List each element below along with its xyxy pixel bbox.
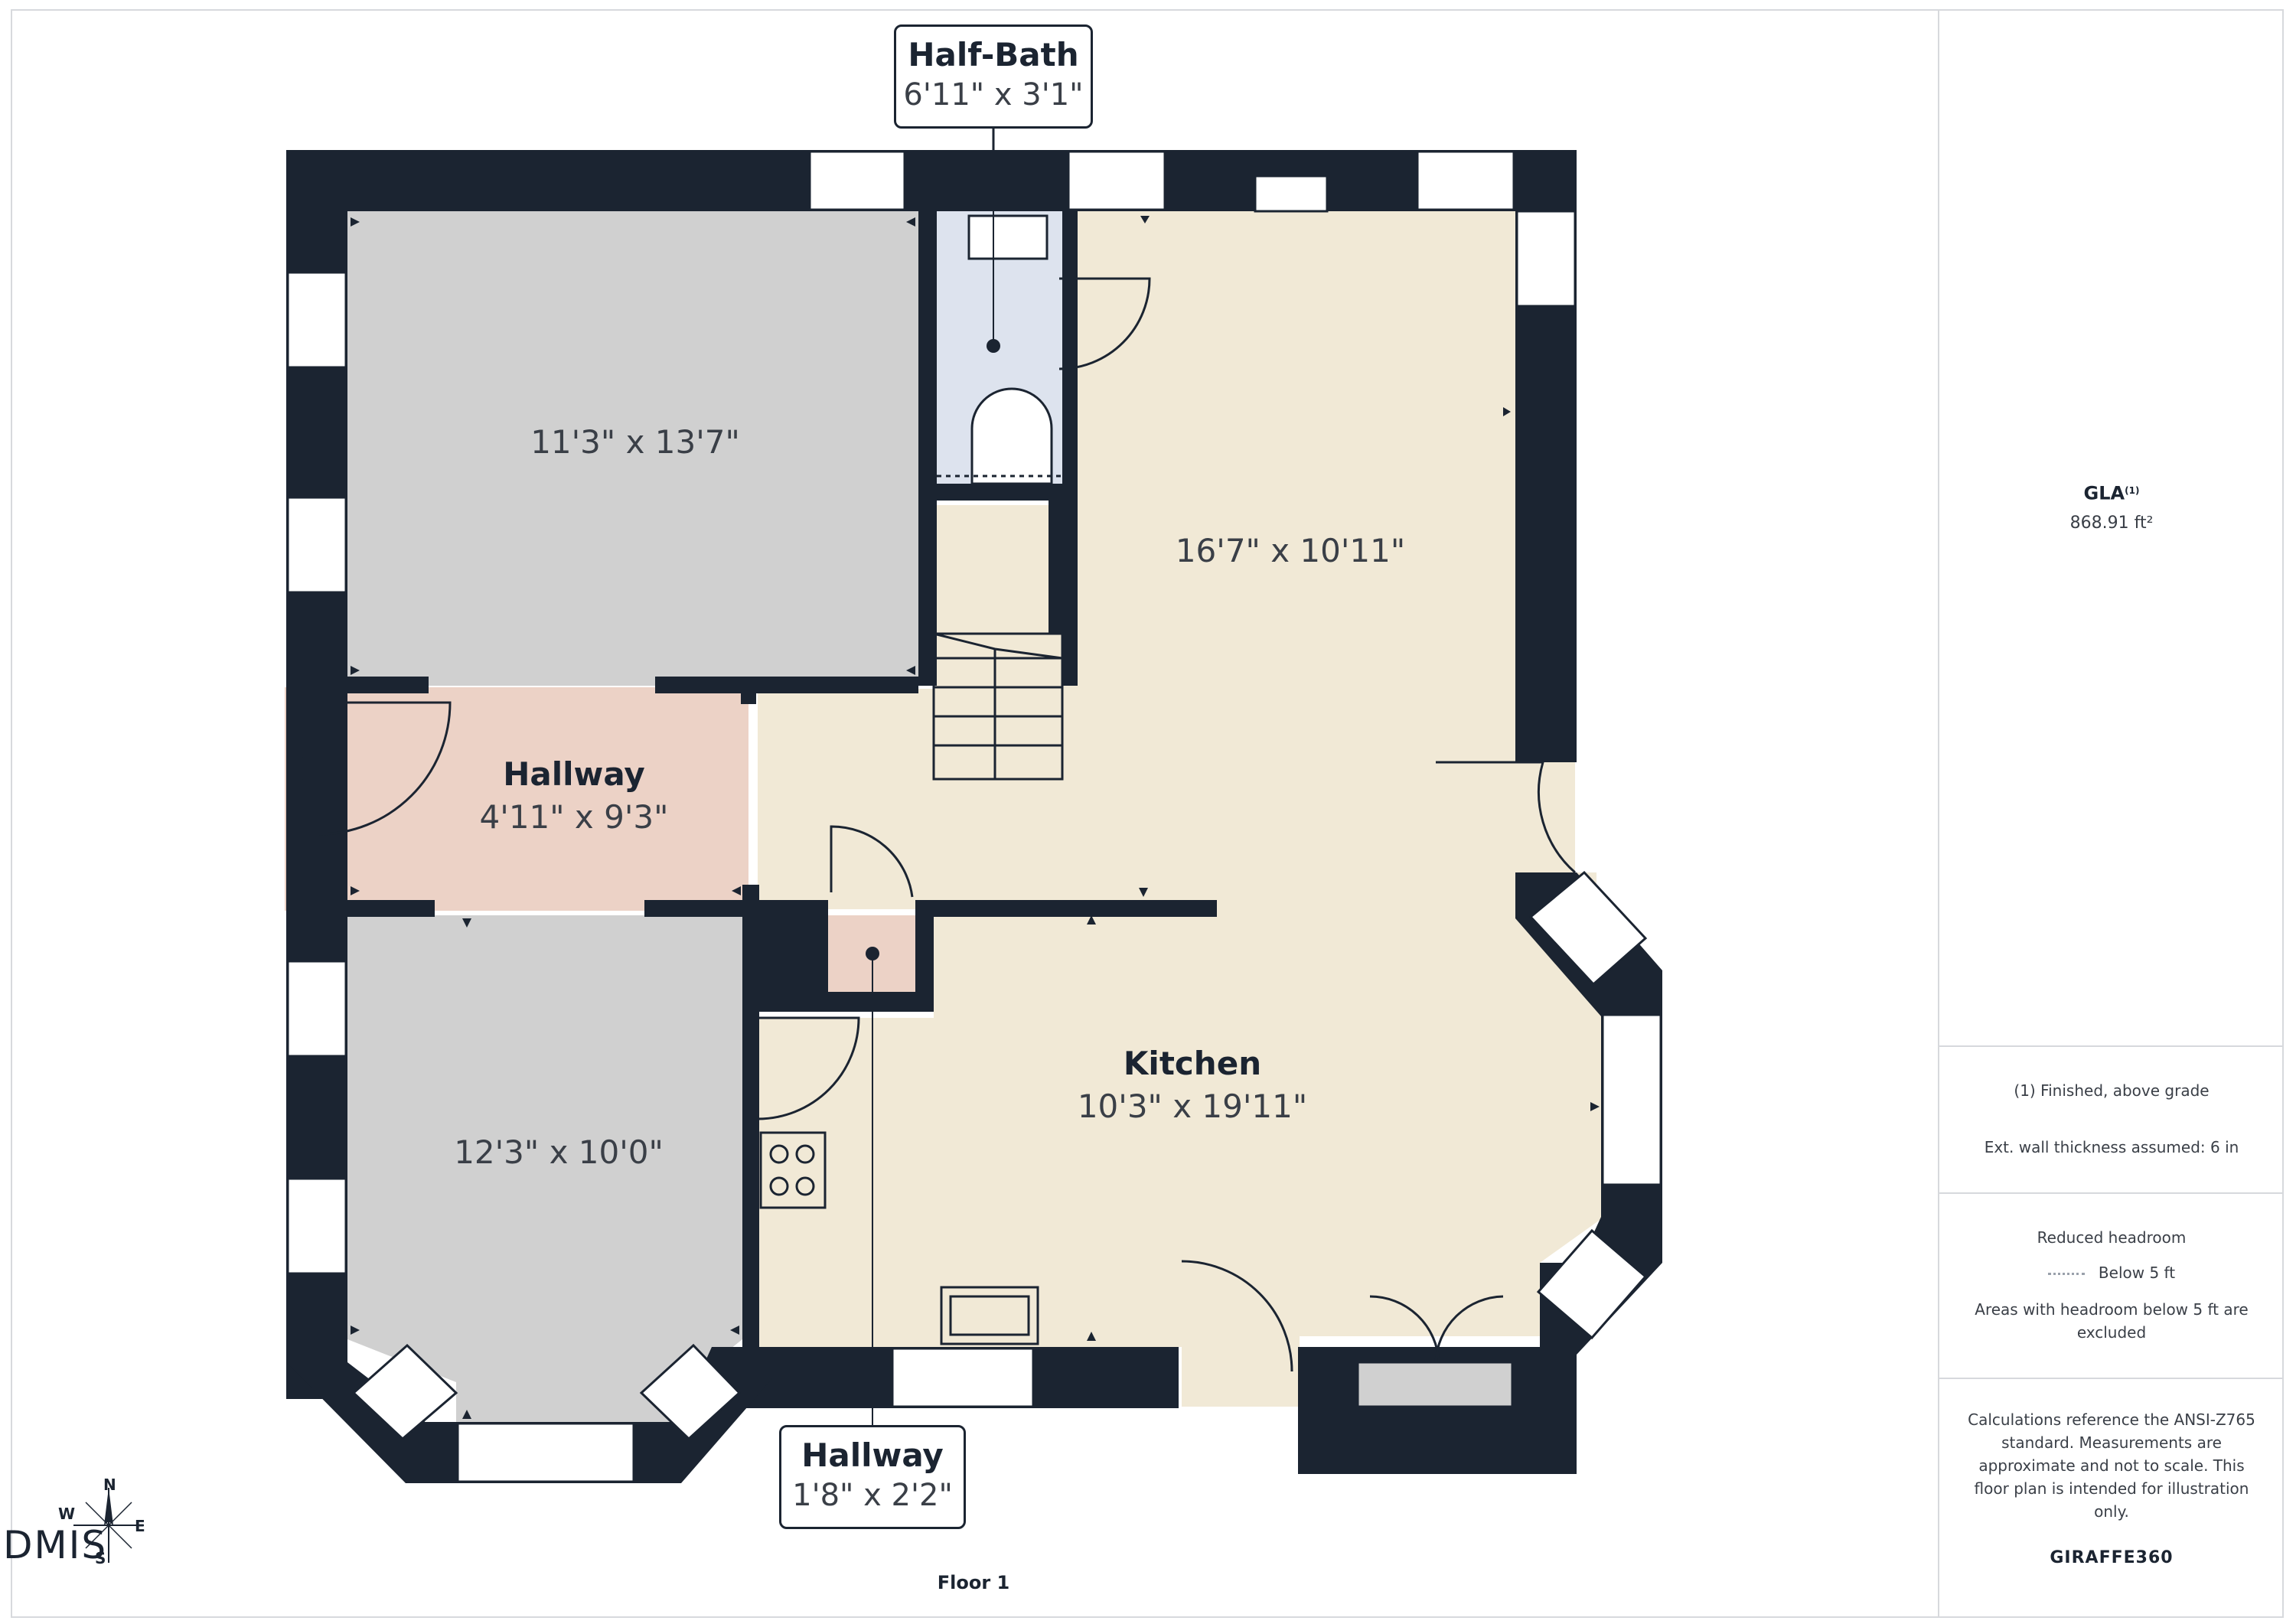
half-bath-name: Half-Bath	[908, 36, 1079, 73]
living-label: 16'7" x 10'11"	[1114, 530, 1466, 572]
hallway-small-name: Hallway	[801, 1436, 944, 1474]
bedroom-lower-fill	[347, 915, 742, 1422]
legend-note: Areas with headroom below 5 ft are exclu…	[1975, 1300, 2249, 1342]
half-bath-callout: Half-Bath 6'11" x 3'1"	[894, 24, 1093, 129]
compass-west: W	[58, 1505, 76, 1523]
compass-south: S	[95, 1549, 106, 1567]
kitchen-name: Kitchen	[1123, 1045, 1262, 1082]
disclaimer: Calculations reference the ANSI-Z765 sta…	[1968, 1410, 2255, 1521]
gla-block: GLA(1) 868.91 ft²	[1939, 479, 2284, 535]
page-frame	[11, 9, 2284, 1618]
brand-suffix: 360	[2135, 1548, 2174, 1567]
hallway-entry-dims: 4'11" x 9'3"	[479, 798, 669, 836]
gla-value: 868.91 ft²	[2069, 513, 2154, 533]
bedroom-upper-label: 11'3" x 13'7"	[459, 421, 811, 464]
stairs	[932, 632, 1064, 781]
brand-prefix: GIRAFFE	[2050, 1548, 2136, 1567]
living-dims: 16'7" x 10'11"	[1175, 532, 1406, 569]
note-finished: (1) Finished, above grade	[2014, 1081, 2210, 1100]
bedroom-lower-label: 12'3" x 10'0"	[383, 1131, 735, 1174]
compass-icon	[0, 1468, 153, 1575]
sidebar-divider	[1938, 9, 1939, 1618]
living-kitchen-fill	[758, 211, 1604, 1407]
sidebar-divider-1	[1939, 1045, 2284, 1047]
bedroom-upper-fill	[347, 211, 918, 686]
dotted-line-icon	[2047, 1273, 2085, 1275]
doors	[292, 277, 1576, 1372]
legend-item: Below 5 ft	[2098, 1264, 2176, 1282]
kitchen-label: Kitchen 10'3" x 19'11"	[1016, 1042, 1368, 1128]
dimension-markers	[351, 216, 1600, 1419]
half-bath-dims: 6'11" x 3'1"	[903, 77, 1084, 113]
floor-label: Floor 1	[937, 1572, 1010, 1593]
bedroom-lower-dims: 12'3" x 10'0"	[454, 1133, 664, 1171]
kitchen-dims: 10'3" x 19'11"	[1077, 1088, 1308, 1125]
interior-walls	[347, 211, 1217, 1347]
legend-item-row: Below 5 ft	[1939, 1261, 2284, 1284]
compass-north: N	[103, 1476, 116, 1494]
bath-fixtures	[967, 214, 1053, 485]
watermark: DMIS	[3, 1523, 108, 1567]
sidebar-divider-3	[1939, 1378, 2284, 1379]
compass-east: E	[135, 1517, 145, 1535]
hallway-entry-fill	[285, 687, 748, 911]
legend-title: Reduced headroom	[2037, 1228, 2187, 1247]
sidebar-divider-2	[1939, 1192, 2284, 1194]
hallway-entry-name: Hallway	[503, 755, 645, 793]
windows	[286, 150, 1662, 1483]
kitchen-fixtures	[759, 1131, 1514, 1408]
bedroom-upper-dims: 11'3" x 13'7"	[530, 423, 740, 461]
hallway-entry-label: Hallway 4'11" x 9'3"	[398, 753, 750, 839]
gla-label: GLA	[2083, 482, 2125, 504]
gla-superscript: (1)	[2125, 485, 2140, 496]
hallway-small-dims: 1'8" x 2'2"	[792, 1478, 953, 1513]
brand-logo: GIRAFFE360	[1939, 1546, 2284, 1570]
hallway-small-callout: Hallway 1'8" x 2'2"	[779, 1425, 966, 1529]
note-wall: Ext. wall thickness assumed: 6 in	[1984, 1138, 2239, 1156]
